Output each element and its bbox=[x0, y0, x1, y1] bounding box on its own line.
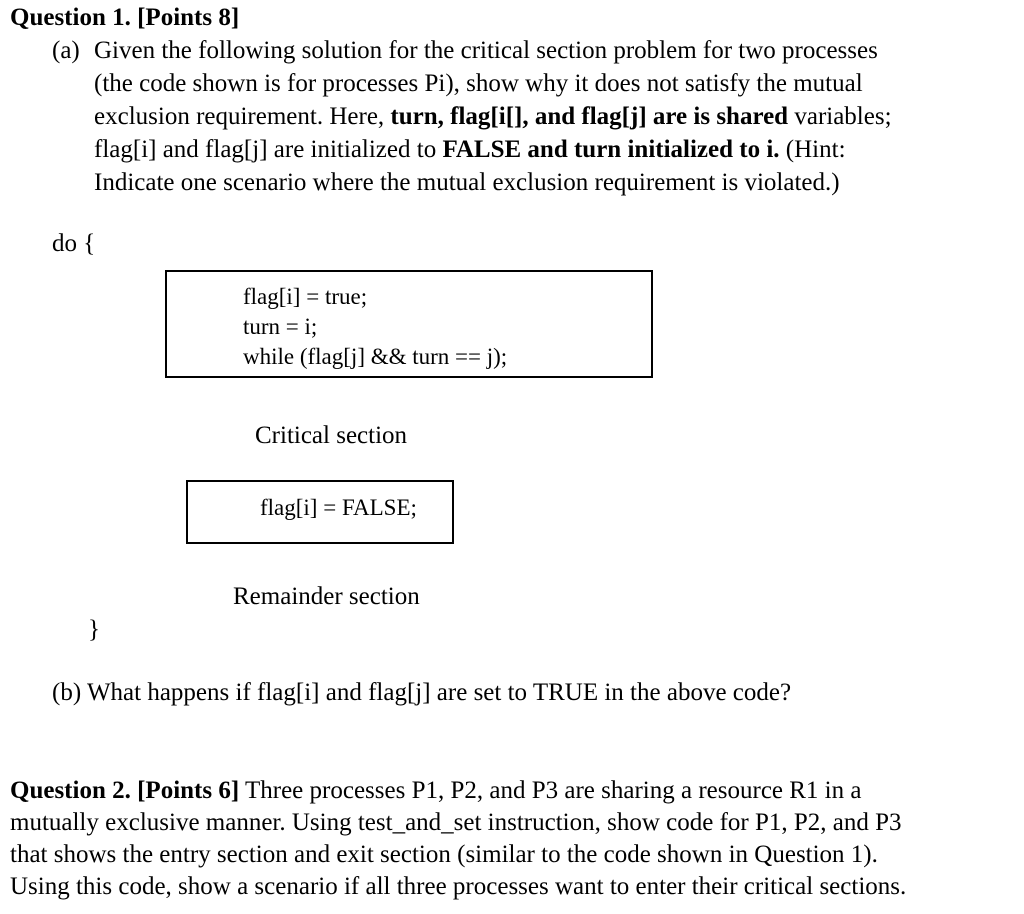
question-1b-text: (b) What happens if flag[i] and flag[j] … bbox=[52, 679, 792, 706]
exit-code-line: flag[i] = FALSE; bbox=[260, 495, 417, 520]
part-a-line-4-end: (Hint: bbox=[779, 136, 846, 163]
question-2-line-1-rest: Three processes P1, P2, and P3 are shari… bbox=[239, 777, 862, 804]
question-2-line-4: Using this code, show a scenario if all … bbox=[10, 873, 907, 900]
part-a-line-3: exclusion requirement. Here, turn, flag[… bbox=[94, 100, 1012, 133]
part-a-line-4: flag[i] and flag[j] are initialized to F… bbox=[94, 133, 1012, 166]
entry-code-line-3: while (flag[j] && turn == j); bbox=[243, 344, 508, 369]
question-1a-text: (a) Given the following solution for the… bbox=[52, 34, 1012, 199]
remainder-section-label: Remainder section bbox=[233, 583, 420, 610]
question-2-line-1: Question 2. [Points 6] Three processes P… bbox=[10, 775, 1020, 807]
part-a-line-3-start: exclusion requirement. Here, bbox=[94, 103, 391, 130]
exit-section-box: flag[i] = FALSE; bbox=[186, 480, 454, 544]
part-a-label: (a) bbox=[52, 37, 80, 64]
part-a-line-3-end: variables; bbox=[788, 103, 892, 130]
part-a-line-2: (the code shown is for processes Pi), sh… bbox=[94, 70, 863, 97]
part-a-line-1: Given the following solution for the cri… bbox=[94, 37, 878, 64]
shared-variables-bold: turn, flag[i[], and flag[j] are is share… bbox=[390, 103, 789, 130]
do-loop-open: do { bbox=[52, 230, 96, 257]
entry-section-code: flag[i] = true; turn = i; while (flag[j]… bbox=[243, 282, 507, 372]
entry-code-line-1: flag[i] = true; bbox=[243, 284, 368, 309]
question-2-line-3: that shows the entry section and exit se… bbox=[10, 841, 878, 868]
entry-section-box: flag[i] = true; turn = i; while (flag[j]… bbox=[165, 270, 653, 378]
question-2-text: Question 2. [Points 6] Three processes P… bbox=[10, 775, 1020, 903]
part-a-line-4-start: flag[i] and flag[j] are initialized to bbox=[94, 136, 443, 163]
entry-code-line-2: turn = i; bbox=[243, 314, 318, 339]
question-1-heading: Question 1. [Points 8] bbox=[10, 4, 240, 31]
question-2-heading: Question 2. [Points 6] bbox=[10, 777, 240, 804]
question-2-line-2: mutually exclusive manner. Using test_an… bbox=[10, 809, 902, 836]
critical-section-label: Critical section bbox=[255, 422, 408, 449]
part-a-body: Given the following solution for the cri… bbox=[94, 34, 1012, 199]
part-a-line-5: Indicate one scenario where the mutual e… bbox=[94, 169, 840, 196]
do-loop-close: } bbox=[88, 616, 100, 643]
initialization-bold: FALSE and turn initialized to i. bbox=[442, 136, 780, 163]
